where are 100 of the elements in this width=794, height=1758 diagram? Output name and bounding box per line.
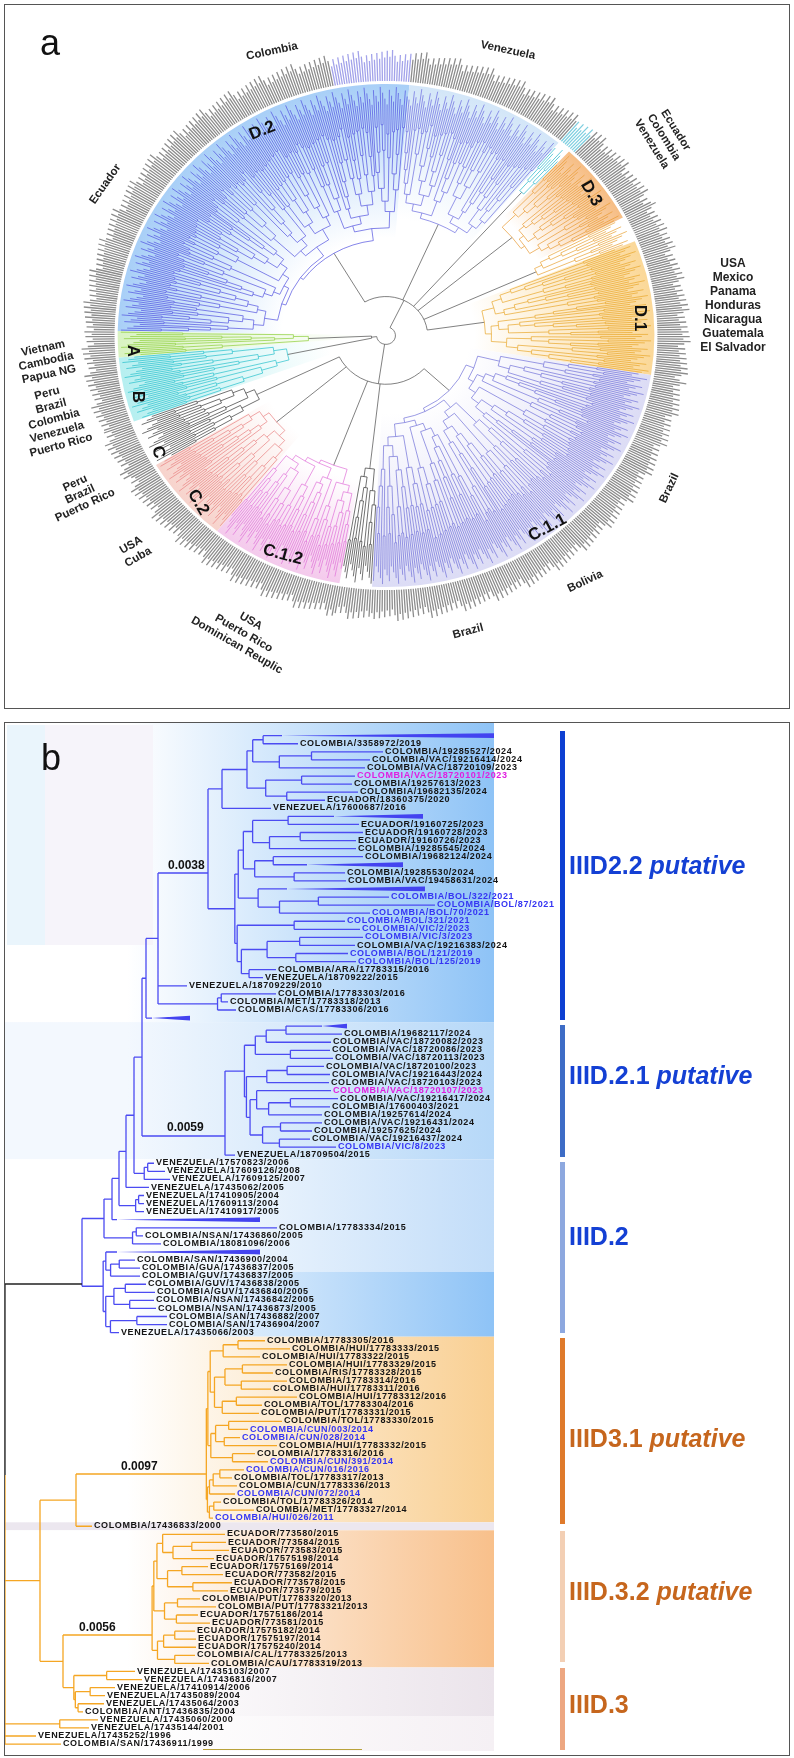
taxon-label: COLOMBIA/HUI/17783329/2015 bbox=[289, 1361, 437, 1369]
taxon-label: COLOMBIA/VIC/2/2023 bbox=[362, 925, 470, 934]
taxon-label: COLOMBIA/MET/17783327/2014 bbox=[256, 1506, 408, 1514]
country-label: Brazil bbox=[451, 620, 485, 642]
clade-label: IIID.2.1 putative bbox=[569, 1059, 753, 1090]
clade-label: IIID2.2 putative bbox=[569, 849, 746, 880]
taxon-label: COLOMBIA/VAC/19216383/2024 bbox=[357, 941, 508, 950]
taxon-label: COLOMBIA/CUN/17783336/2013 bbox=[239, 1482, 391, 1490]
taxon-label: ECUADOR/17575198/2014 bbox=[216, 1554, 340, 1563]
taxon-label: COLOMBIA/SAN/17436911/1999 bbox=[63, 1740, 214, 1748]
taxon-label: ECUADOR/19160725/2023 bbox=[361, 820, 485, 829]
taxon-label: COLOMBIA/CUN/028/2014 bbox=[242, 1433, 366, 1442]
taxon-label: COLOMBIA/17436833/2000 bbox=[94, 1522, 222, 1531]
taxon-label: VENEZUELA/17435062/2005 bbox=[151, 1183, 285, 1192]
taxon-label: COLOMBIA/HUI/17783333/2015 bbox=[292, 1344, 440, 1353]
taxon-label: COLOMBIA/NSAN/17436842/2005 bbox=[156, 1296, 315, 1305]
taxon-label: COLOMBIA/BOL/87/2021 bbox=[437, 901, 555, 909]
taxon-label: COLOMBIA/CUN/072/2014 bbox=[237, 1490, 361, 1498]
taxon-label: COLOMBIA/17600403/2021 bbox=[332, 1102, 460, 1111]
taxon-label: COLOMBIA/VAC/18720103/2023 bbox=[331, 1078, 482, 1087]
taxon-label: COLOMBIA/19257614/2024 bbox=[324, 1110, 452, 1119]
country-label: Nicaragua bbox=[704, 311, 762, 326]
taxon-label: COLOMBIA/HUI/026/2011 bbox=[215, 1514, 335, 1523]
clade-label: D.2 bbox=[246, 116, 278, 144]
taxon-label: COLOMBIA/19682117/2024 bbox=[344, 1030, 471, 1039]
taxon-label: COLOMBIA/VAC/19216431/2024 bbox=[324, 1119, 475, 1127]
taxon-label: VENEZUELA/17609125/2007 bbox=[172, 1175, 306, 1184]
taxon-label: COLOMBIA/3358972/2019 bbox=[300, 739, 422, 748]
taxon-label: VENEZUELA/17435144/2001 bbox=[91, 1724, 225, 1732]
taxon-label: COLOMBIA/VAC/19216417/2024 bbox=[340, 1094, 491, 1103]
panel-frame bbox=[4, 722, 790, 1756]
country-label: Panama bbox=[710, 283, 756, 298]
country-label: El Salvador bbox=[700, 339, 766, 354]
taxon-label: COLOMBIA/GUV/17436840/2005 bbox=[157, 1288, 309, 1297]
taxon-label: COLOMBIA/BOL/125/2019 bbox=[358, 957, 482, 966]
clade-label: D.3 bbox=[577, 176, 607, 210]
taxon-label: ECUADOR/773579/2015 bbox=[230, 1586, 342, 1595]
taxon-label: COLOMBIA/VAC/18720107/2023 bbox=[333, 1086, 484, 1095]
taxon-label: COLOMBIA/17783334/2015 bbox=[279, 1223, 407, 1232]
taxon-label: COLOMBIA/TOL/17783326/2014 bbox=[223, 1498, 373, 1506]
taxon-label: VENEZUELA/17435064/2003 bbox=[106, 1699, 240, 1708]
country-label: Honduras bbox=[705, 297, 761, 312]
panel-frame bbox=[4, 4, 790, 709]
taxon-label: VENEZUELA/17435252/1996 bbox=[38, 1732, 172, 1740]
country-label: USA bbox=[720, 255, 746, 270]
taxon-label: COLOMBIA/ARA/17783315/2016 bbox=[278, 965, 430, 974]
taxon-label: COLOMBIA/VAC/18720113/2023 bbox=[335, 1054, 485, 1063]
taxon-label: COLOMBIA/BOL/70/2021 bbox=[372, 909, 490, 918]
taxon-label: VENEZUELA/17410917/2005 bbox=[146, 1207, 280, 1216]
taxon-label: COLOMBIA/HUI/17783322/2015 bbox=[262, 1352, 410, 1361]
taxon-label: COLOMBIA/MET/17783318/2013 bbox=[230, 998, 382, 1006]
taxon-label: COLOMBIA/VIC/3/2023 bbox=[365, 933, 473, 942]
taxon-label: COLOMBIA/VAC/18720109/2023 bbox=[367, 764, 518, 772]
clade-label: IIID3.1 putative bbox=[569, 1422, 746, 1453]
taxon-label: COLOMBIA/VAC/18720100/2023 bbox=[326, 1062, 477, 1071]
taxon-label: ECUADOR/773580/2015 bbox=[227, 1530, 339, 1539]
taxon-label: COLOMBIA/TOL/17783304/2016 bbox=[264, 1401, 414, 1410]
taxon-label: COLOMBIA/CAU/17783319/2013 bbox=[211, 1659, 363, 1668]
panel-letter: b bbox=[41, 740, 62, 776]
taxon-label: COLOMBIA/SAN/17436904/2007 bbox=[169, 1320, 321, 1329]
taxon-label: COLOMBIA/19257613/2023 bbox=[354, 780, 482, 788]
taxon-label: COLOMBIA/VAC/19216443/2024 bbox=[332, 1070, 483, 1079]
taxon-label: COLOMBIA/BOL/321/2021 bbox=[347, 917, 471, 926]
bootstrap-value: 0.0056 bbox=[79, 1620, 116, 1635]
taxon-label: COLOMBIA/PUT/17783320/2013 bbox=[202, 1594, 353, 1603]
bootstrap-value: 0.0038 bbox=[168, 857, 205, 872]
taxon-label: COLOMBIA/19682124/2024 bbox=[365, 852, 493, 861]
taxon-label: COLOMBIA/19285545/2024 bbox=[358, 844, 486, 853]
taxon-label: ECUADOR/19160726/2023 bbox=[358, 836, 482, 845]
country-label: Venezuela bbox=[479, 37, 537, 63]
taxon-label: COLOMBIA/17783305/2016 bbox=[267, 1336, 395, 1345]
taxon-label: VENEZUELA/17410914/2006 bbox=[117, 1683, 251, 1692]
country-label: Colombia bbox=[245, 39, 299, 63]
taxon-label: VENEZUELA/17609113/2004 bbox=[146, 1199, 279, 1208]
taxon-label: COLOMBIA/19285527/2024 bbox=[385, 747, 513, 756]
taxon-label: COLOMBIA/19257625/2024 bbox=[314, 1127, 442, 1135]
taxon-label: COLOMBIA/GUV/17436838/2005 bbox=[148, 1280, 300, 1289]
taxon-label: COLOMBIA/VAC/19458631/2024 bbox=[348, 877, 499, 885]
taxon-label: VENEZUELA/17435060/2000 bbox=[100, 1715, 234, 1724]
taxon-label: COLOMBIA/VIC/8/2023 bbox=[338, 1143, 446, 1151]
taxon-label: COLOMBIA/RIS/17783328/2015 bbox=[275, 1369, 423, 1377]
clade-label: IIID.3.2 putative bbox=[569, 1575, 753, 1606]
taxon-label: COLOMBIA/CAS/17783306/2016 bbox=[238, 1006, 390, 1014]
taxon-label: COLOMBIA/TOL/17783330/2015 bbox=[284, 1417, 434, 1426]
clade-label: IIID.2 bbox=[569, 1220, 629, 1251]
clade-label: IIID.3 bbox=[569, 1688, 629, 1719]
taxon-label: COLOMBIA/GUA/17436837/2005 bbox=[142, 1264, 295, 1272]
taxon-label: ECUADOR/773581/2015 bbox=[212, 1619, 324, 1627]
taxon-label: COLOMBIA/SAN/17436882/2007 bbox=[169, 1312, 321, 1321]
taxon-label: COLOMBIA/HUI/17783332/2015 bbox=[279, 1441, 427, 1450]
country-label: Guatemala bbox=[702, 325, 764, 340]
taxon-label: COLOMBIA/GUV/17436837/2005 bbox=[142, 1272, 294, 1281]
taxon-label: COLOMBIA/VAC/18720086/2023 bbox=[332, 1046, 483, 1055]
taxon-label: VENEZUELA/17410905/2004 bbox=[146, 1191, 280, 1200]
taxon-label: COLOMBIA/PUT/17783331/2015 bbox=[261, 1409, 412, 1418]
taxon-label: VENEZUELA/17609126/2008 bbox=[167, 1167, 301, 1176]
taxon-label: COLOMBIA/18081096/2006 bbox=[163, 1240, 291, 1248]
clade-label: C.2 bbox=[184, 485, 214, 519]
taxon-label: ECUADOR/17575186/2014 bbox=[200, 1611, 324, 1619]
clade-label: B bbox=[128, 390, 148, 404]
